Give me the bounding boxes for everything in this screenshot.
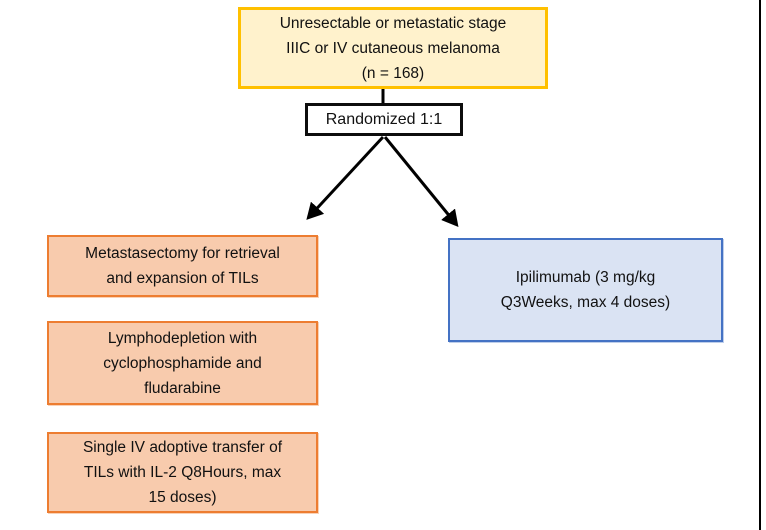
right-arm-arrow [383, 136, 459, 228]
patient-population-box: Unresectable or metastatic stage IIIC or… [238, 7, 548, 89]
left-arm-arrow [306, 135, 385, 220]
lymphodepletion-box: Lymphodepletion with cyclophosphamide an… [47, 321, 318, 405]
ipilimumab-box: Ipilimumab (3 mg/kg Q3Weeks, max 4 doses… [448, 238, 723, 342]
til-infusion-box: Single IV adoptive transfer of TILs with… [47, 432, 318, 513]
randomization-box: Randomized 1:1 [305, 103, 463, 136]
metastasectomy-box: Metastasectomy for retrieval and expansi… [47, 235, 318, 297]
slide-edge-line [759, 0, 761, 530]
